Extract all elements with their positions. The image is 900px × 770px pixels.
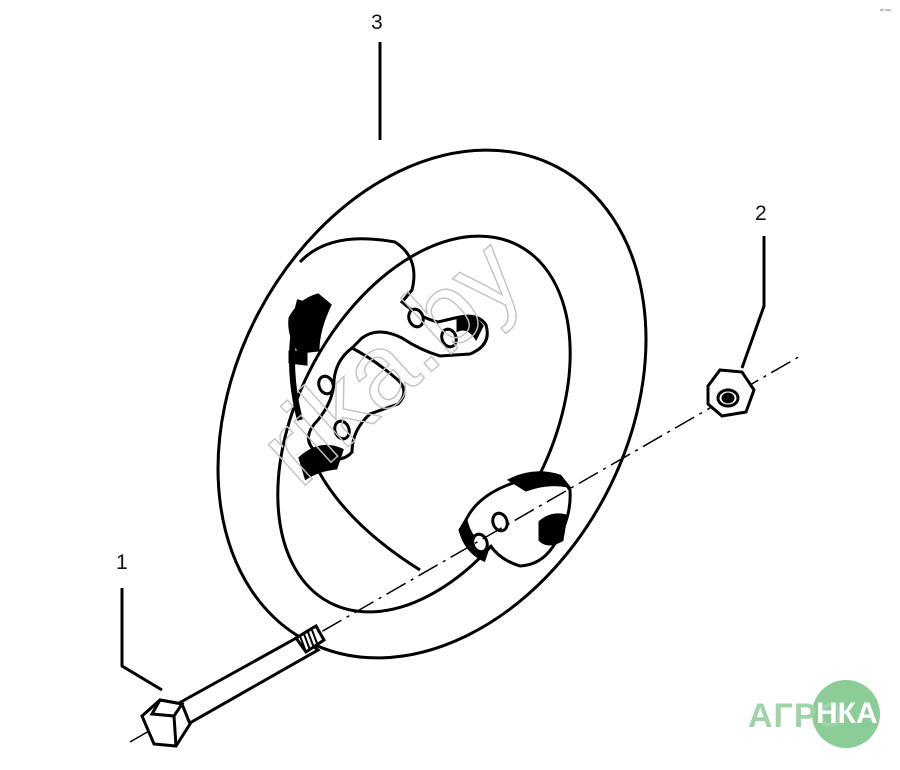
bolt-icon xyxy=(140,623,326,748)
logo-left-text: АГРО xyxy=(748,697,845,735)
logo-right-text: НКА xyxy=(816,697,878,730)
callout-2: 2 xyxy=(755,202,767,225)
agronka-logo xyxy=(812,680,880,748)
nut-icon xyxy=(706,368,756,418)
corner-note: ᵃᵇ ᵃᵃᵃ xyxy=(880,8,891,14)
leader-lines xyxy=(120,42,766,692)
callout-3: 3 xyxy=(371,11,383,34)
hub-ring-icon xyxy=(216,148,648,660)
callout-1: 1 xyxy=(116,551,128,574)
